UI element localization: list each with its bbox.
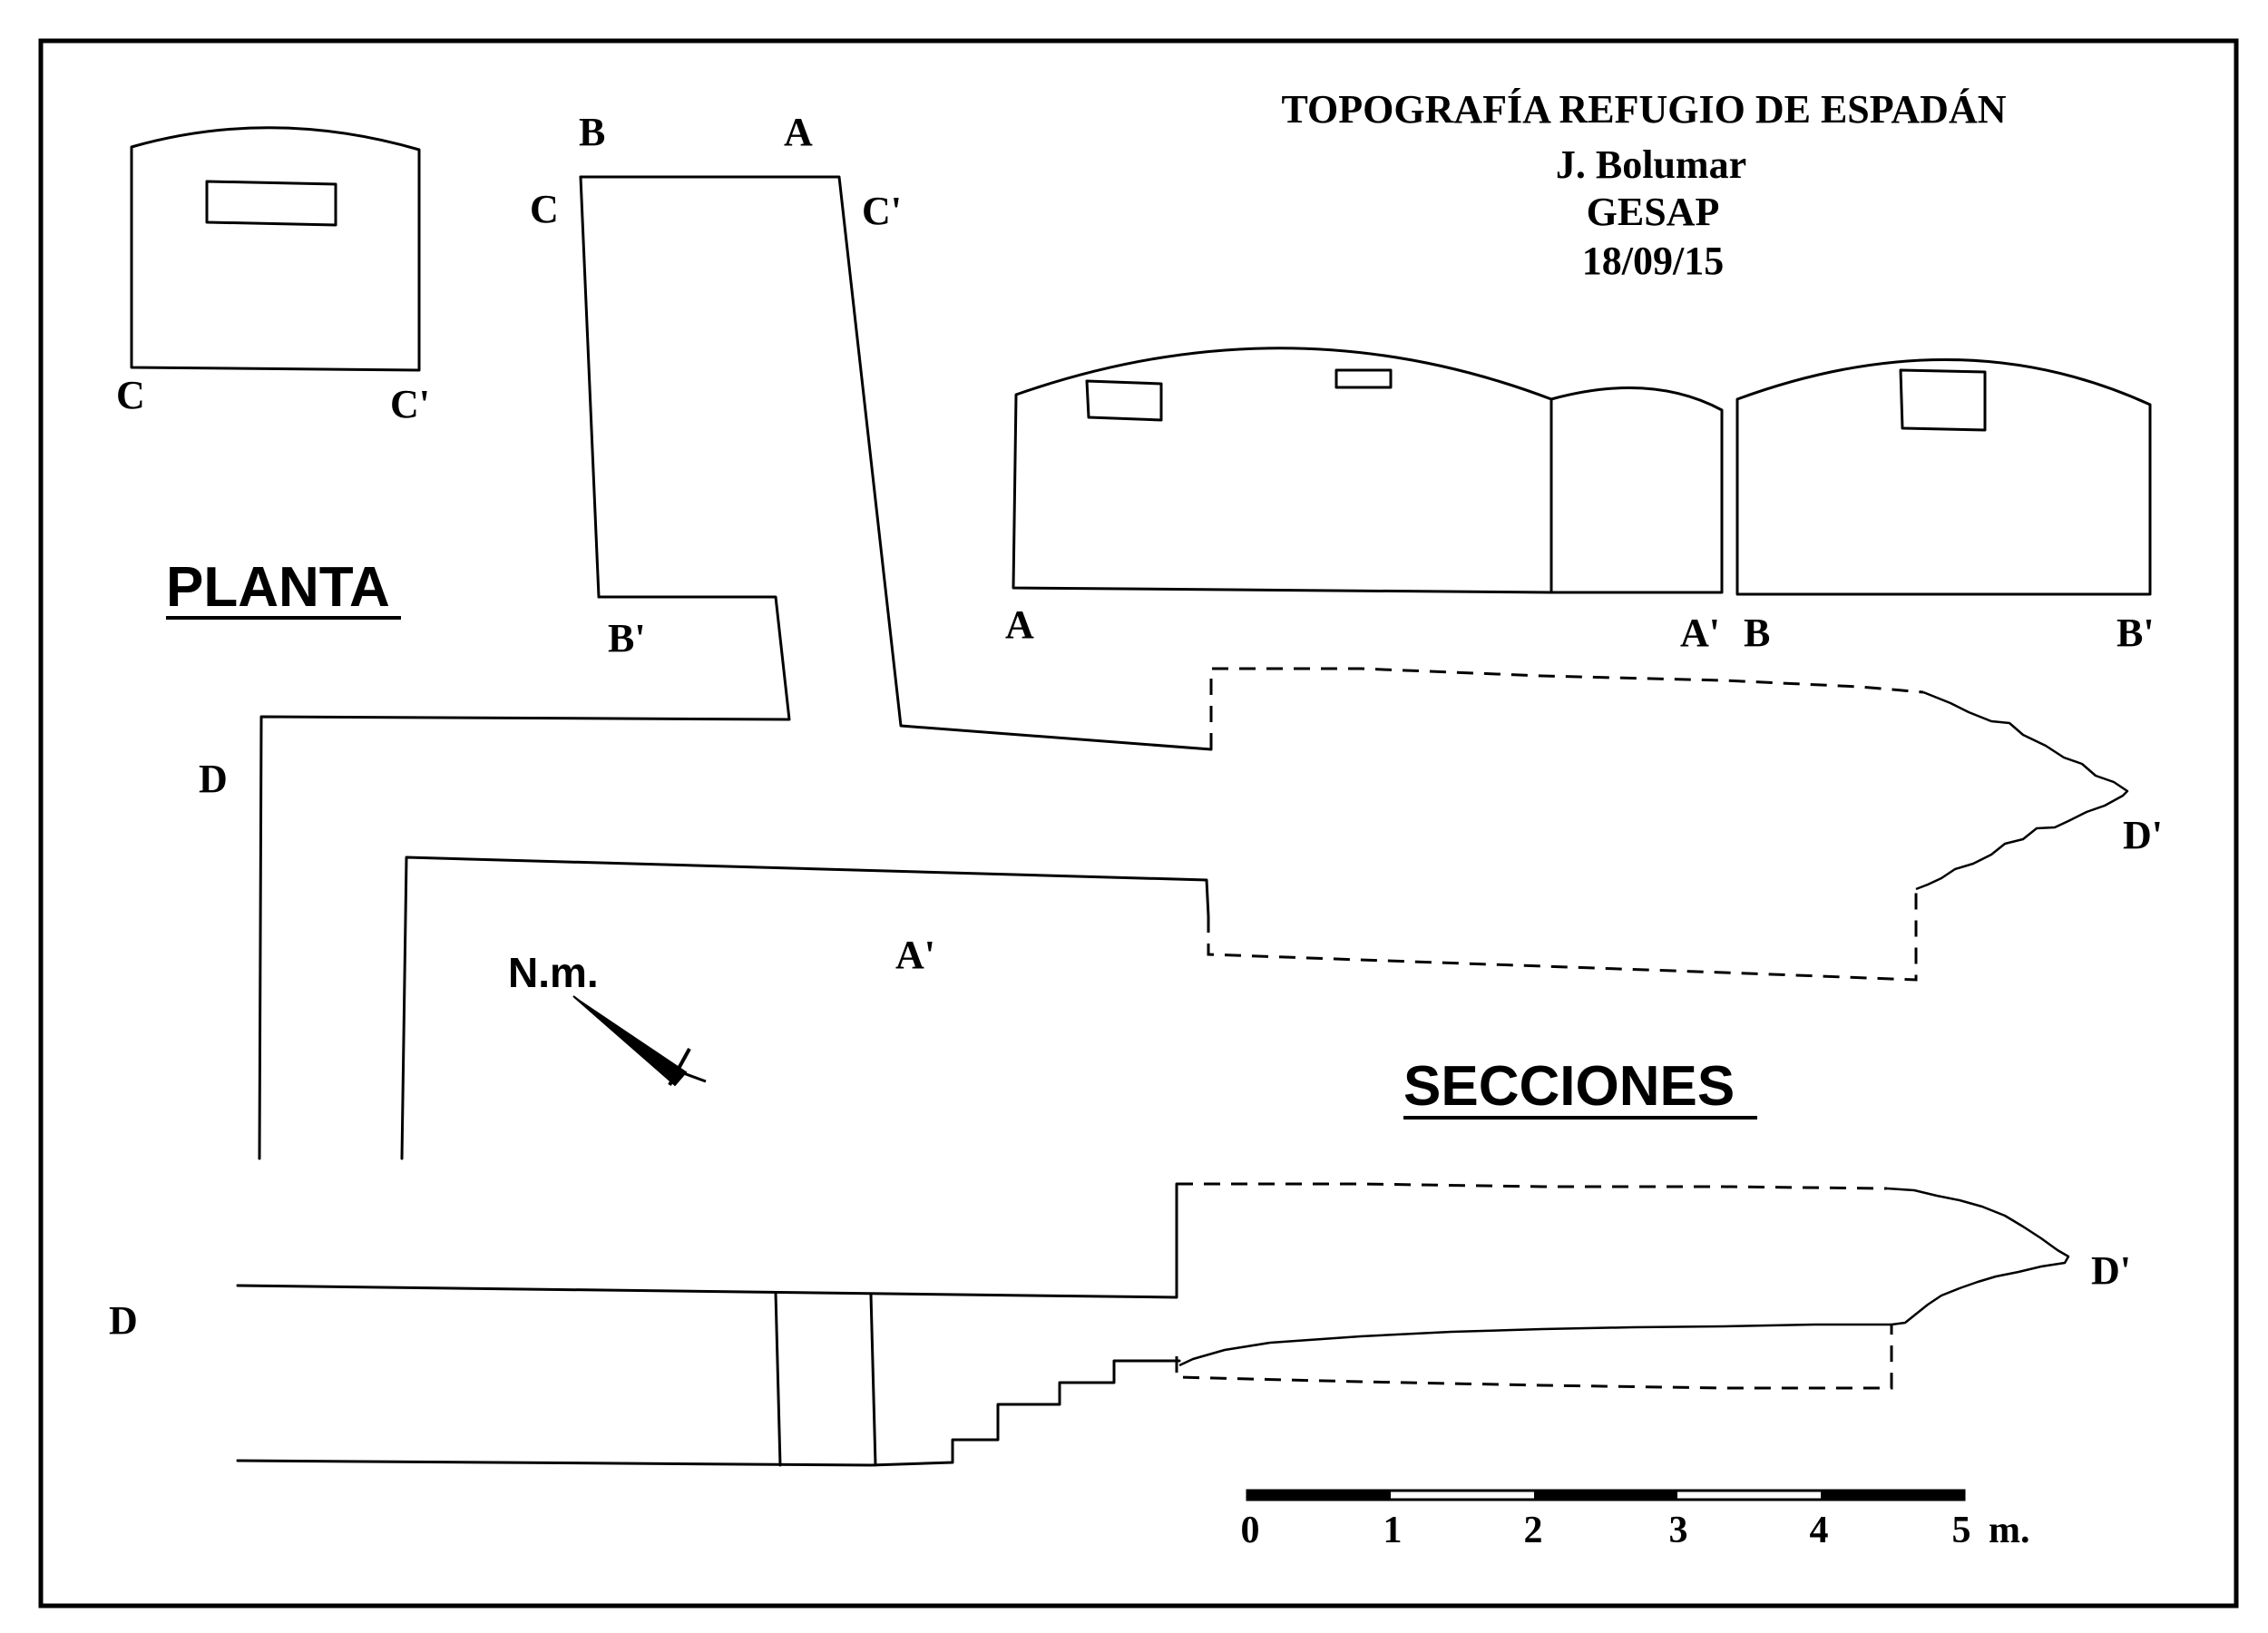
north-arrow-icon bbox=[572, 995, 707, 1087]
long-section-label-d-prime: D' bbox=[2091, 1248, 2131, 1293]
scale-tick-0: 0 bbox=[1241, 1510, 1260, 1551]
scale-bar bbox=[1246, 1489, 1966, 1501]
scale-tick-1: 1 bbox=[1383, 1510, 1403, 1551]
scale-tick-3: 3 bbox=[1669, 1510, 1688, 1551]
scale-tick-2: 2 bbox=[1524, 1510, 1543, 1551]
plan-label-c: C bbox=[530, 187, 559, 231]
sections-heading: SECCIONES bbox=[1403, 1055, 1735, 1118]
plan-outline bbox=[258, 175, 2129, 1160]
north-label: N.m. bbox=[508, 949, 599, 996]
survey-date: 18/09/15 bbox=[1582, 239, 1724, 283]
scale-unit: m. bbox=[1989, 1510, 2030, 1551]
scale-tick-4: 4 bbox=[1810, 1510, 1829, 1551]
plan-label-d-prime: D' bbox=[2123, 813, 2163, 857]
scale-tick-5: 5 bbox=[1952, 1510, 1971, 1551]
plan-label-d: D bbox=[199, 757, 228, 801]
section-b-label-b-prime: B' bbox=[2116, 611, 2155, 655]
section-a-label-a: A bbox=[1005, 602, 1034, 647]
section-c-c bbox=[130, 126, 421, 372]
section-a-label-a-prime: A' bbox=[1680, 611, 1720, 655]
plan-heading: PLANTA bbox=[166, 556, 390, 619]
section-d-d bbox=[236, 1182, 2070, 1467]
plan-label-b-prime: B' bbox=[608, 616, 646, 660]
long-section-label-d: D bbox=[109, 1298, 138, 1343]
drawing-frame bbox=[38, 38, 2239, 1609]
section-b-label-b: B bbox=[1744, 611, 1770, 655]
survey-group: GESAP bbox=[1587, 190, 1720, 234]
section-b-b bbox=[1735, 358, 2152, 596]
plan-label-a: A bbox=[784, 110, 813, 154]
plan-label-c-prime: C' bbox=[862, 189, 902, 233]
section-a-a bbox=[1012, 347, 1724, 594]
section-c-label-c: C bbox=[116, 373, 145, 417]
survey-author: J. Bolumar bbox=[1556, 142, 1746, 187]
section-c-label-c-prime: C' bbox=[390, 382, 430, 426]
plan-label-a-prime: A' bbox=[895, 933, 935, 977]
plan-label-b: B bbox=[579, 110, 605, 154]
survey-title: TOPOGRAFÍA REFUGIO DE ESPADÁN bbox=[1281, 87, 2006, 132]
